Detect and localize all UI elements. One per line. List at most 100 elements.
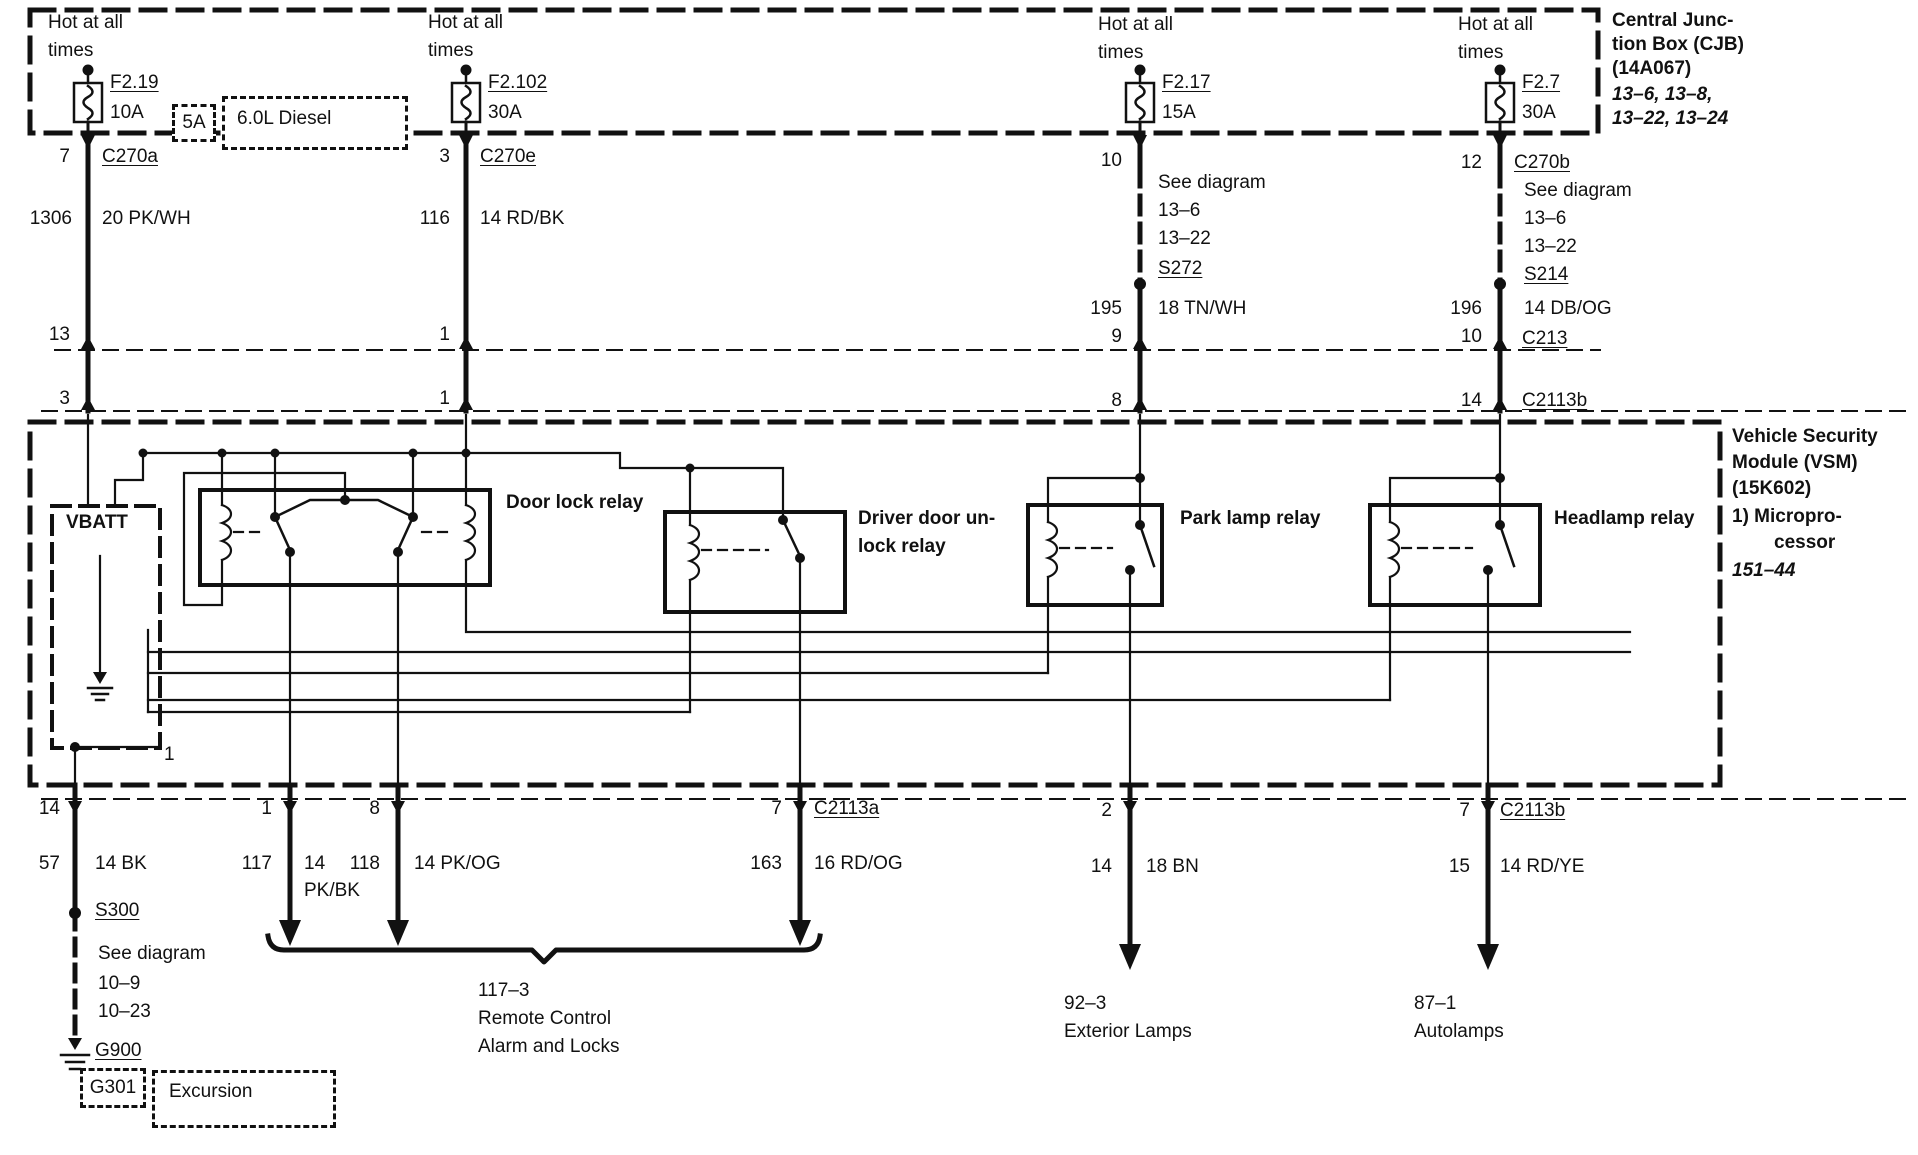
col1-pin: 7: [59, 146, 70, 167]
vbatt-label: VBATT: [66, 512, 128, 533]
vsm-title-1: Vehicle Security: [1732, 426, 1878, 447]
col3-pin-b: 8: [1111, 390, 1122, 411]
col2-circuit: 116: [419, 208, 450, 229]
out1-wire-color: 14 BK: [95, 853, 147, 874]
cjb-ref-2: 13–22, 13–24: [1612, 108, 1729, 129]
col3-wire-color: 18 TN/WH: [1158, 298, 1247, 319]
vsm-title-2: Module (VSM): [1732, 452, 1858, 473]
cjb-title-3: (14A067): [1612, 58, 1692, 79]
vbatt-block: [50, 504, 162, 787]
out1-splice: S300: [95, 900, 140, 921]
cjb-border: [27, 7, 1601, 136]
vsm-border: [27, 419, 1723, 788]
col1-wire-color: 20 PK/WH: [102, 208, 191, 229]
fuse-2-rating: 30A: [488, 102, 522, 123]
driver-unlock-relay-label-1: Driver door un-: [858, 508, 996, 529]
out4-pin: 7: [771, 798, 782, 819]
group-dest-ref: 117–3: [478, 980, 530, 1001]
ground-g900-symbol: [59, 1053, 91, 1071]
park-lamp-relay-label: Park lamp relay: [1180, 508, 1321, 529]
out5-circuit: 14: [1090, 856, 1112, 877]
vehicle-variant-box: Excursion: [152, 1070, 336, 1128]
fuse-4-rating: 30A: [1522, 102, 1556, 123]
out1-pin: 14: [38, 798, 60, 819]
vsm-ref: 151–44: [1732, 560, 1796, 581]
splice-s272-dot: [1134, 278, 1146, 290]
group-brace: [265, 933, 823, 965]
col3-see-diagram: See diagram: [1158, 172, 1266, 193]
col3-see-ref-1: 13–6: [1158, 200, 1201, 221]
col1-pin-b: 3: [59, 388, 70, 409]
fuse-4-name: F2.7: [1522, 72, 1561, 93]
connector-arrowheads: [68, 135, 1507, 814]
micro-callout-marker: 1: [164, 744, 175, 765]
col4-see-diagram: See diagram: [1524, 180, 1632, 201]
fuse-1-name: F2.19: [110, 72, 159, 93]
col1-connector: C270a: [102, 146, 158, 167]
out3-circuit: 118: [349, 853, 380, 874]
driver-unlock-relay-label-2: lock relay: [858, 536, 946, 557]
out2-wire-color-2: PK/BK: [304, 880, 360, 901]
fuse-1-rating: 10A: [110, 102, 144, 123]
hot-label-3b: times: [1098, 42, 1144, 63]
bus-junction-dots: [138, 448, 695, 473]
cjb-ref-1: 13–6, 13–8,: [1612, 84, 1713, 105]
out1-see-ref-1: 10–9: [98, 973, 141, 994]
feed-wires: [85, 130, 1506, 527]
out6-circuit: 15: [1448, 856, 1470, 877]
col3-pin-a: 9: [1111, 326, 1122, 347]
col1-pin-a: 13: [48, 324, 70, 345]
col3-splice: S272: [1158, 258, 1203, 279]
fuse-3-rating: 15A: [1162, 102, 1196, 123]
output-wires: [59, 782, 1499, 1071]
hot-label-4b: times: [1458, 42, 1504, 63]
col3-circuit: 195: [1090, 298, 1122, 319]
fuse-2-name: F2.102: [488, 72, 548, 93]
out6-connector: C2113b: [1500, 800, 1566, 821]
col4-connector-a: C213: [1522, 328, 1568, 349]
hot-label-2a: Hot at all: [428, 12, 503, 33]
col4-connector: C270b: [1514, 152, 1570, 173]
door-lock-relay-label: Door lock relay: [506, 492, 644, 513]
ground-connector-box: G301: [80, 1068, 146, 1108]
headlamp-relay-symbol: [1368, 473, 1542, 787]
col2-wire-color: 14 RD/BK: [480, 208, 565, 229]
col4-see-ref-2: 13–22: [1524, 236, 1577, 257]
fuse-3-name: F2.17: [1162, 72, 1211, 93]
col4-pin: 12: [1460, 152, 1482, 173]
cjb-title-1: Central Junc-: [1612, 10, 1734, 31]
out5-pin: 2: [1101, 800, 1112, 821]
headlamp-relay-label: Headlamp relay: [1554, 508, 1695, 529]
hot-label-3a: Hot at all: [1098, 14, 1173, 35]
group-dest-line-2: Alarm and Locks: [478, 1036, 620, 1057]
vsm-title-3: (15K602): [1732, 478, 1812, 499]
col2-connector: C270e: [480, 146, 536, 167]
out6-pin: 7: [1459, 800, 1470, 821]
hot-label-1a: Hot at all: [48, 12, 123, 33]
park-lamp-relay-symbol: [1026, 473, 1164, 787]
col4-pin-b: 14: [1460, 390, 1482, 411]
cjb-title-2: tion Box (CJB): [1612, 34, 1744, 55]
out4-wire-color: 16 RD/OG: [814, 853, 903, 874]
hot-label-4a: Hot at all: [1458, 14, 1533, 35]
col2-pin-a: 1: [439, 324, 450, 345]
out6-dest-ref: 87–1: [1414, 993, 1457, 1014]
col4-see-ref-1: 13–6: [1524, 208, 1567, 229]
vehicle-variant-label: Excursion: [169, 1081, 253, 1102]
engine-variant-label: 6.0L Diesel: [237, 108, 332, 129]
col4-wire-color: 14 DB/OG: [1524, 298, 1612, 319]
col2-pin: 3: [439, 146, 450, 167]
ground-connector-label: G301: [89, 1077, 137, 1098]
hot-label-1b: times: [48, 40, 94, 61]
out3-pin: 8: [369, 798, 380, 819]
out1-circuit: 57: [38, 853, 60, 874]
engine-variant-box: 6.0L Diesel: [222, 96, 408, 150]
fuse-alt-box: 5A: [172, 104, 216, 142]
col1-circuit: 1306: [29, 208, 72, 229]
out1-see-diagram: See diagram: [98, 943, 206, 964]
out4-connector: C2113a: [814, 798, 880, 819]
out4-circuit: 163: [750, 853, 782, 874]
out5-wire-color: 18 BN: [1146, 856, 1199, 877]
